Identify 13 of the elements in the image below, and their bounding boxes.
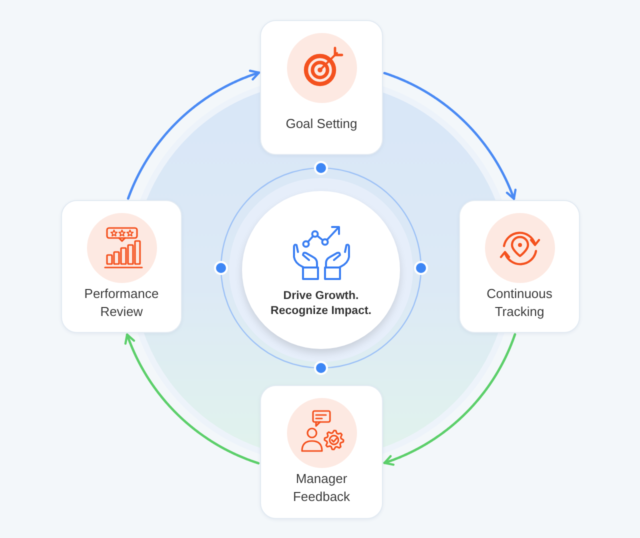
tagline: Drive Growth. Recognize Impact.: [270, 289, 372, 319]
step-card: [260, 385, 383, 519]
step-label: Manager Feedback: [292, 470, 352, 506]
step-card: [260, 20, 383, 155]
step-label: Performance Review: [83, 284, 160, 320]
step-label: Goal Setting: [286, 114, 358, 132]
step-card: [459, 200, 580, 333]
step-label: Continuous Tracking: [486, 284, 554, 320]
arrow: [383, 333, 516, 466]
arrow: [383, 72, 517, 200]
arrow: [124, 333, 260, 464]
step-card: [61, 200, 182, 333]
arrow: [126, 70, 260, 200]
